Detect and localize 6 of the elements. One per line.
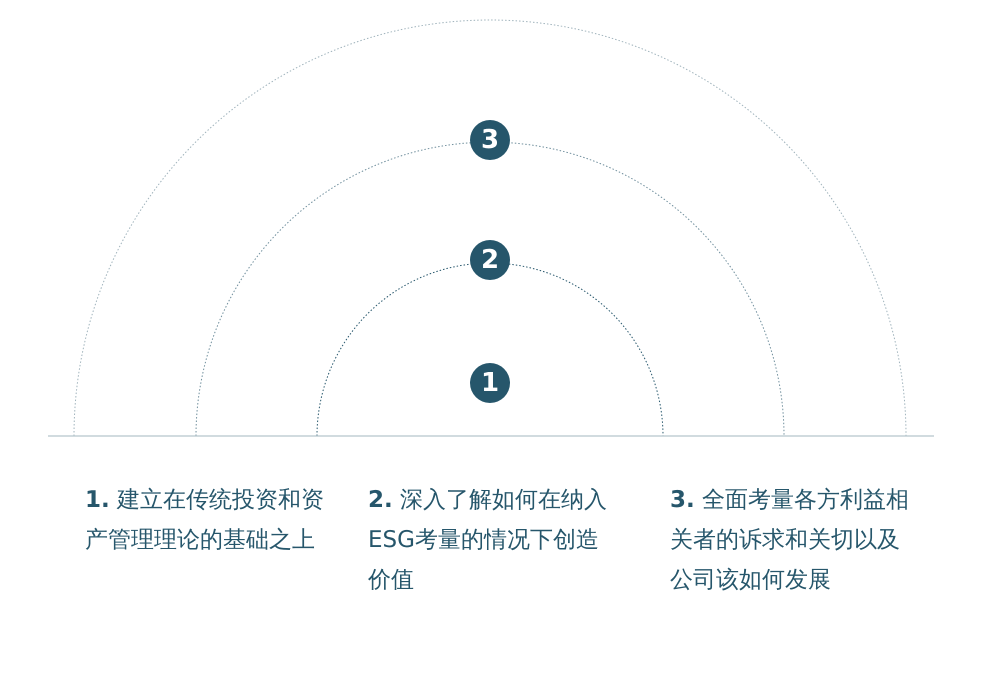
description-text: 2. 深入了解如何在纳入ESG考量的情况下创造价值: [368, 486, 608, 595]
description-text: 1. 建立在传统投资和资产管理理论的基础之上: [85, 486, 325, 555]
description-text: 3. 全面考量各方利益相关者的诉求和关切以及公司该如何发展: [670, 486, 910, 595]
number-badge: 3: [470, 120, 510, 160]
number-badge: 2: [470, 240, 510, 280]
number-badge: 1: [470, 363, 510, 403]
